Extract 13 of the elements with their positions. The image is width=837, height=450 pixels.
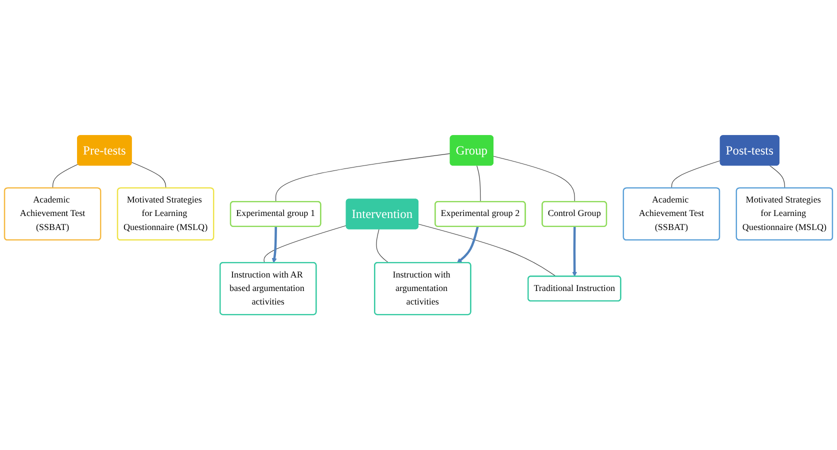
connector	[52, 164, 78, 189]
connector	[493, 156, 575, 202]
connector	[671, 160, 721, 189]
connector	[264, 225, 347, 264]
connector	[376, 228, 390, 264]
connector	[769, 165, 786, 189]
connector	[276, 153, 451, 202]
connector	[476, 165, 481, 202]
arrow	[572, 226, 578, 277]
arrow	[272, 226, 277, 264]
arrow	[456, 226, 479, 264]
connector	[132, 162, 166, 189]
connector	[418, 224, 556, 277]
